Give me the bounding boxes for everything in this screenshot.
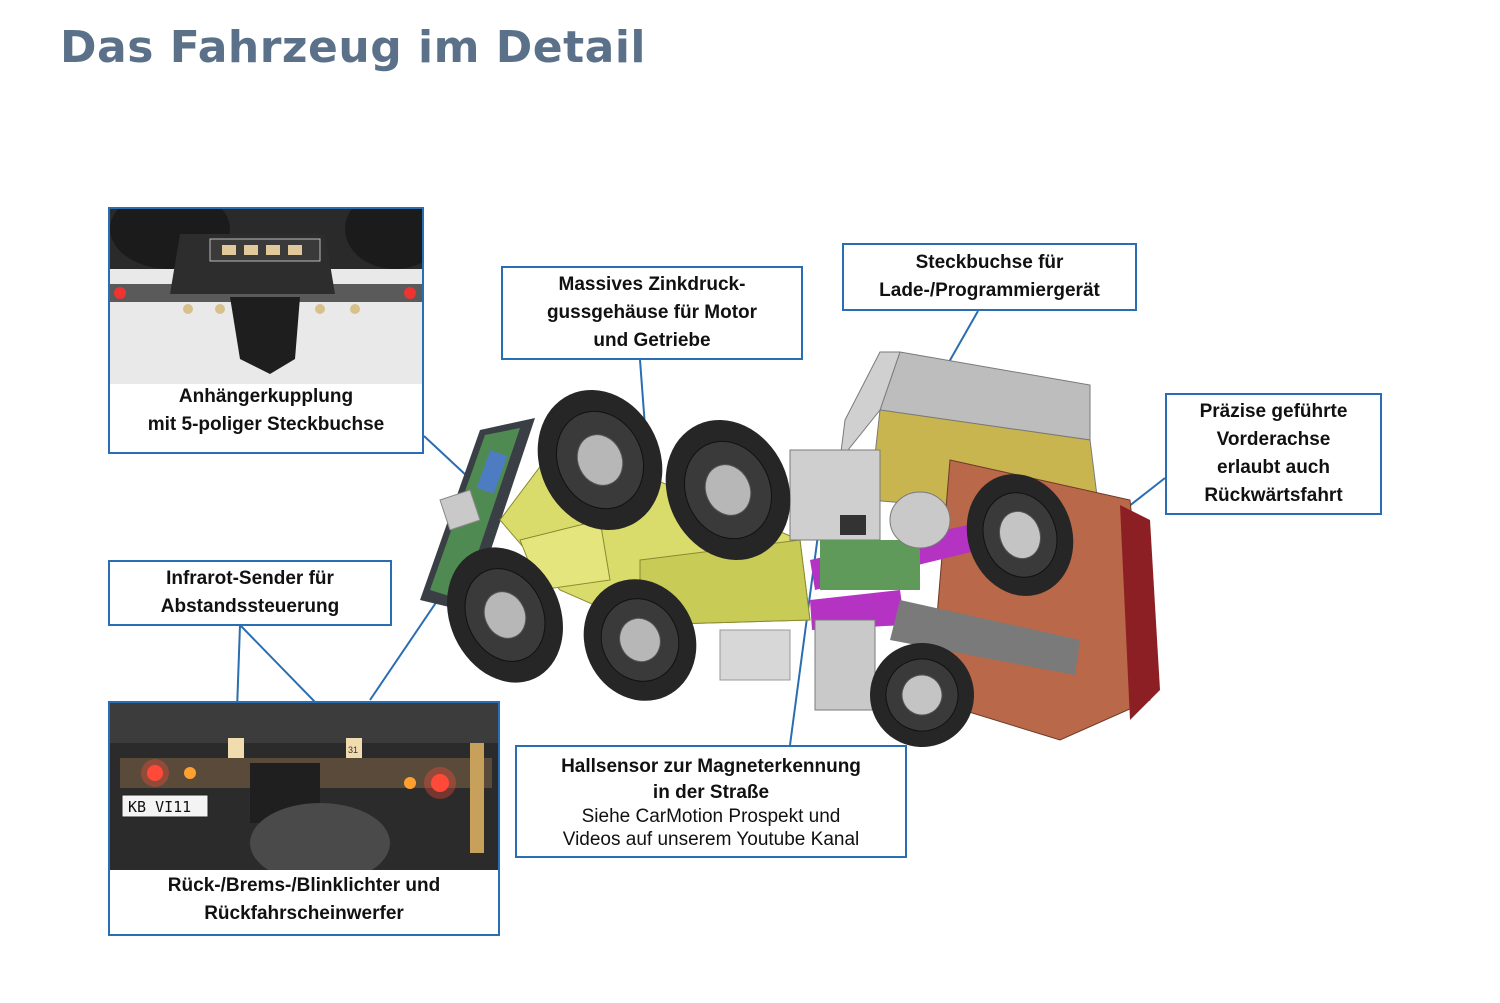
infrared-line2: Abstandssteuerung — [160, 596, 340, 617]
coupling-caption-line2: mit 5-poliger Steckbuchse — [147, 414, 385, 435]
hall-sensor-callout: Hallsensor zur Magneterkennung in der St… — [515, 745, 907, 858]
lights-caption-line2: Rückfahrscheinwerfer — [204, 903, 404, 924]
housing-line1: Massives Zinkdruck- — [558, 274, 746, 295]
socket-line1: Steckbuchse für — [915, 252, 1064, 273]
page-title: Das Fahrzeug im Detail — [60, 22, 647, 73]
axle-line2: Vorderachse — [1216, 429, 1331, 450]
infrared-line1: Infrarot-Sender für — [166, 568, 334, 589]
housing-line3: und Getriebe — [593, 330, 711, 351]
infrared-callout: Infrarot-Sender für Abstandssteuerung — [108, 560, 392, 626]
coupling-caption-line1: Anhängerkupplung — [178, 386, 354, 407]
chassis-rails — [719, 449, 1080, 711]
socket-callout: Steckbuchse für Lade-/Programmiergerät — [842, 243, 1137, 311]
axle-line3: erlaubt auch — [1217, 457, 1330, 478]
hall-line2: in der Straße — [652, 781, 770, 803]
lights-photo-box: 31 KB VI11 Rück-/Brems-/Blinklichter und… — [108, 701, 500, 936]
housing-callout: Massives Zinkdruck- gussgehäuse für Moto… — [501, 266, 803, 360]
lights-caption-line1: Rück-/Brems-/Blinklichter und — [167, 875, 441, 896]
coupling-photo — [110, 209, 422, 384]
housing-line2: gussgehäuse für Motor — [546, 302, 758, 323]
coupling-photo-box: Anhängerkupplung mit 5-poliger Steckbuch… — [108, 207, 424, 454]
lights-photo: 31 KB VI11 — [110, 703, 498, 870]
axle-callout: Präzise geführte Vorderachse erlaubt auc… — [1165, 393, 1382, 515]
axle-line1: Präzise geführte — [1199, 401, 1348, 422]
hall-line1: Hallsensor zur Magneterkennung — [561, 755, 861, 777]
socket-line2: Lade-/Programmiergerät — [879, 280, 1100, 301]
hall-note-line2: Videos auf unserem Youtube Kanal — [562, 828, 860, 850]
rear-pcb — [420, 418, 535, 612]
license-plate-text: KB VI11 — [128, 798, 191, 816]
axle-line4: Rückwärtsfahrt — [1204, 485, 1343, 506]
wheels — [447, 389, 1074, 747]
ir-tag-text: 31 — [348, 745, 358, 755]
hall-note-line1: Siehe CarMotion Prospekt und — [581, 805, 841, 827]
